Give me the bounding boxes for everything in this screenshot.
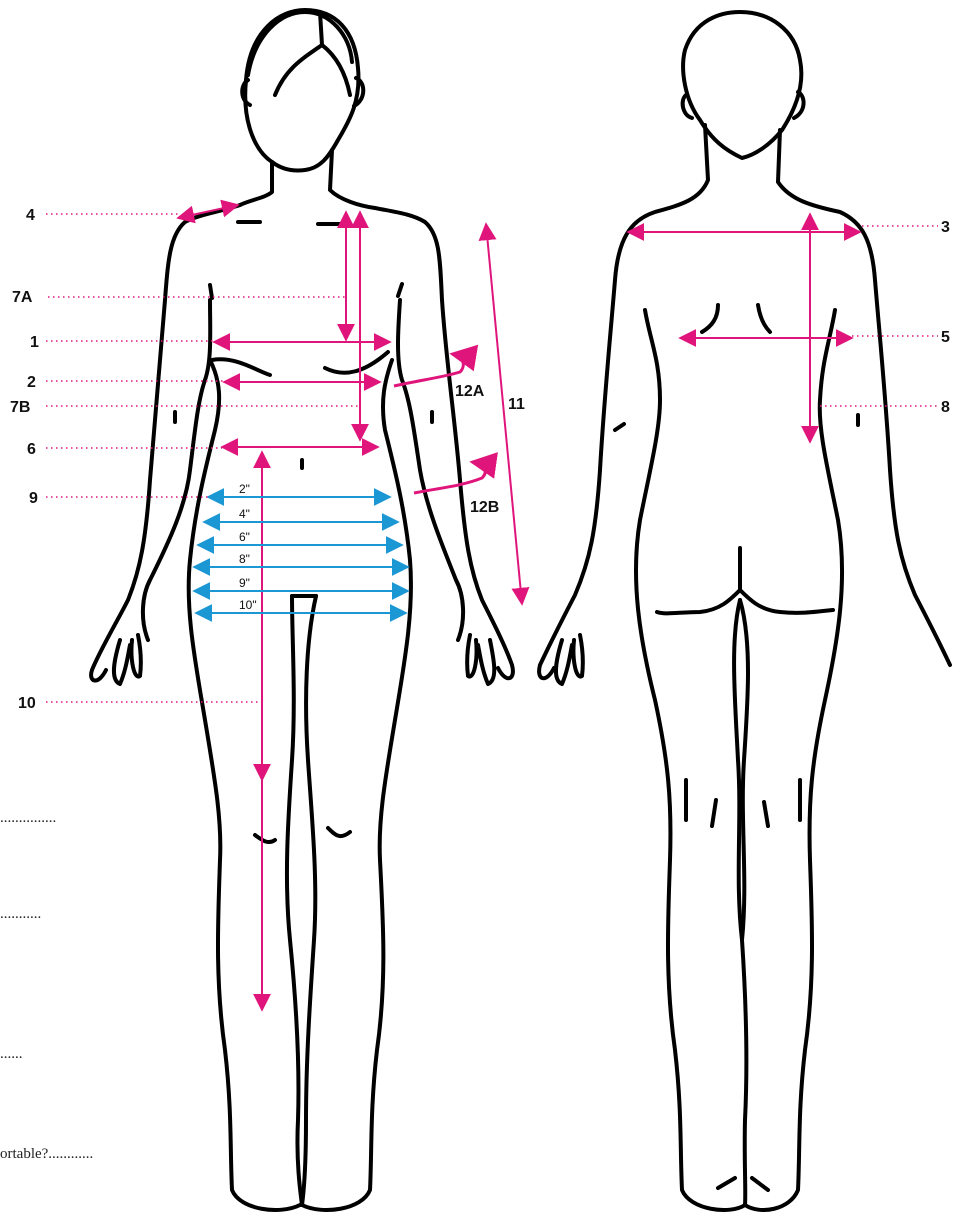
hem-level-label: 2" — [239, 482, 250, 496]
label-2: 2 — [27, 374, 36, 391]
form-stub-text: ortable?............ — [0, 1146, 93, 1162]
hem-level-label: 10" — [239, 598, 257, 612]
hem-level-label: 6" — [239, 530, 250, 544]
hem-level-label: 8" — [239, 552, 250, 566]
form-text-stubs: ................................ ortable?… — [0, 810, 93, 1162]
back-figure — [539, 12, 950, 1210]
label-12b: 12B — [470, 499, 499, 516]
label-7a: 7A — [12, 289, 33, 306]
form-stub-text: ............... — [0, 810, 56, 826]
label-10: 10 — [18, 695, 36, 712]
label-7b: 7B — [10, 399, 30, 416]
hem-level-arrows: 2" 4" 6" 8" 9" 10" — [194, 482, 408, 613]
label-1: 1 — [30, 334, 39, 351]
arrow-4 — [178, 205, 238, 218]
label-9: 9 — [29, 490, 38, 507]
label-3: 3 — [941, 219, 950, 236]
label-4: 4 — [26, 207, 35, 224]
measurement-arrows — [178, 205, 860, 1010]
label-11: 11 — [508, 396, 525, 413]
form-stub-text: ........... — [0, 906, 41, 922]
hem-level-label: 4" — [239, 507, 250, 521]
label-5: 5 — [941, 329, 950, 346]
label-8: 8 — [941, 399, 950, 416]
label-6: 6 — [27, 441, 36, 458]
hem-level-label: 9" — [239, 576, 250, 590]
arrow-11 — [486, 224, 522, 604]
front-figure — [91, 10, 513, 1210]
form-stub-text: ...... — [0, 1046, 23, 1062]
label-12a: 12A — [455, 383, 485, 400]
